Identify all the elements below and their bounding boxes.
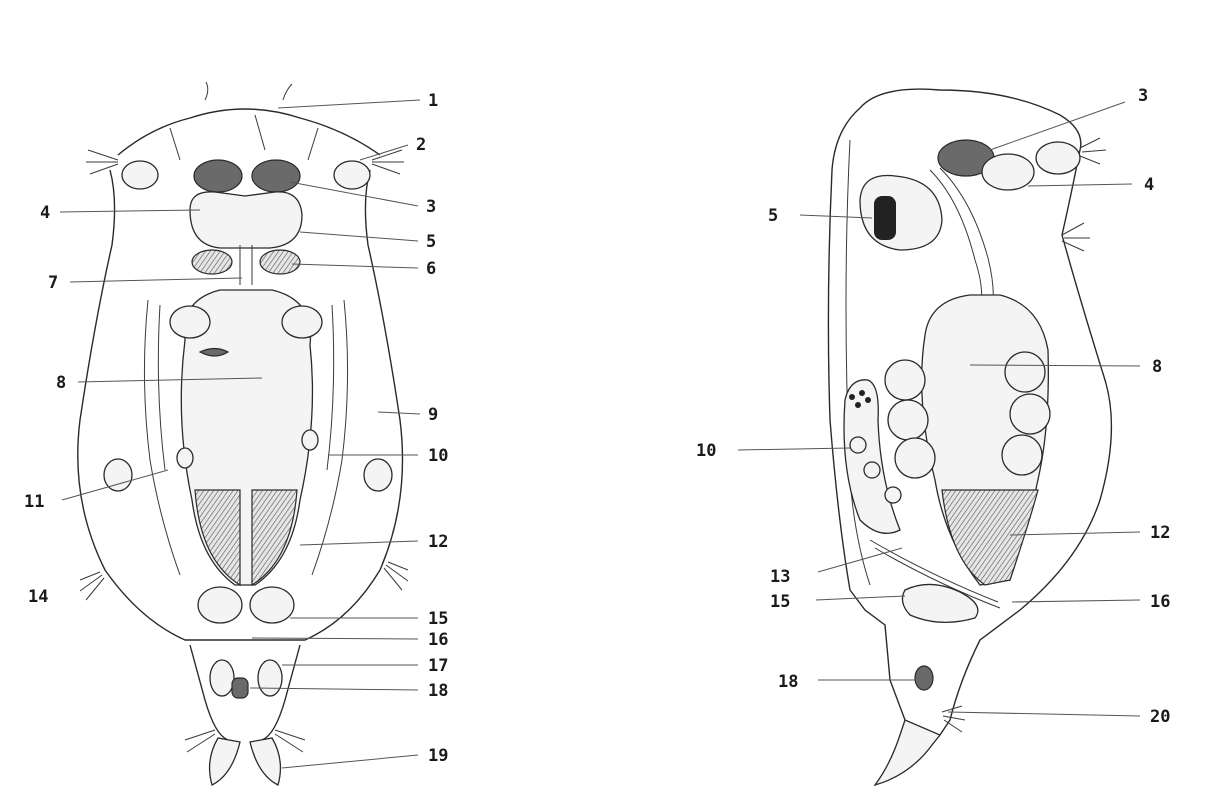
label-dorsal-5: 5 [426,232,436,252]
label-dorsal-12: 12 [428,532,448,552]
label-dorsal-6: 6 [426,259,436,279]
label-dorsal-17: 17 [428,656,448,676]
label-dorsal-1: 1 [428,91,438,111]
label-lateral-20: 20 [1150,707,1170,727]
label-dorsal-9: 9 [428,405,438,425]
corona-outline [118,109,380,155]
label-lateral-13: 13 [770,567,790,587]
label-lateral-10: 10 [696,441,716,461]
label-dorsal-14: 14 [28,587,48,607]
label-dorsal-11: 11 [24,492,44,512]
dorsal-view-figure [78,82,408,785]
label-lateral-16: 16 [1150,592,1170,612]
label-dorsal-16: 16 [428,630,448,650]
label-lateral-3: 3 [1138,86,1148,106]
label-dorsal-7: 7 [48,273,58,293]
label-lateral-5: 5 [768,206,778,226]
label-lateral-15: 15 [770,592,790,612]
mastax-right [252,160,300,192]
label-lateral-4: 4 [1144,175,1154,195]
ovary [844,380,900,533]
label-dorsal-10: 10 [428,446,448,466]
label-dorsal-3: 3 [426,197,436,217]
lateral-view-figure [828,89,1111,785]
label-dorsal-2: 2 [416,135,426,155]
label-dorsal-15: 15 [428,609,448,629]
label-dorsal-19: 19 [428,746,448,766]
label-dorsal-8: 8 [56,373,66,393]
label-lateral-8: 8 [1152,357,1162,377]
label-dorsal-4: 4 [40,203,50,223]
label-lateral-12: 12 [1150,523,1170,543]
mastax-left [194,160,242,192]
label-dorsal-18: 18 [428,681,448,701]
label-lateral-18: 18 [778,672,798,692]
